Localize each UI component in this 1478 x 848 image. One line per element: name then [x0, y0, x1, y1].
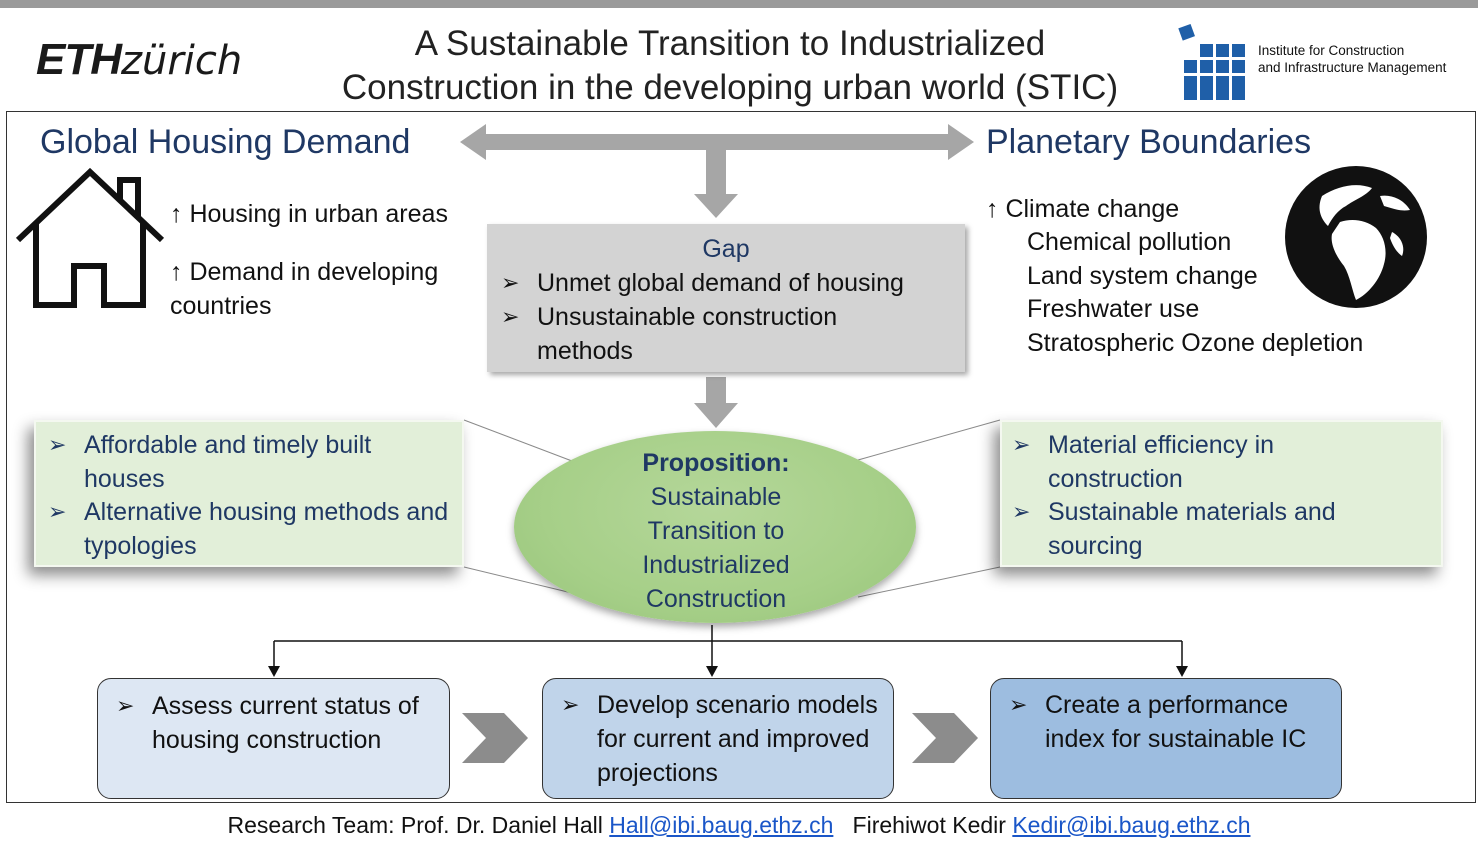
- bullet-arrow-icon: ➢: [1012, 432, 1031, 457]
- gap-item: ➢ Unsustainable construction methods: [501, 300, 901, 368]
- hall-email-link[interactable]: Hall@ibi.baug.ethz.ch: [609, 812, 834, 838]
- sustainability-need-text: Sustainable materials and sourcing: [1048, 498, 1336, 560]
- connector-line: [463, 419, 573, 462]
- institute-line-2: and Infrastructure Management: [1258, 60, 1447, 75]
- planetary-boundaries-heading: Planetary Boundaries: [986, 123, 1312, 161]
- global-housing-demand-heading: Global Housing Demand: [40, 123, 411, 161]
- ibi-logo: [1178, 24, 1245, 100]
- institute-name: Institute for Construction and Infrastru…: [1258, 42, 1446, 76]
- housing-need-text: Affordable and timely built houses: [84, 431, 372, 493]
- kedir-email-link[interactable]: Kedir@ibi.baug.ethz.ch: [1012, 812, 1251, 838]
- demand-developing-point-line2: countries: [170, 292, 272, 320]
- boundary-item: Freshwater use: [1027, 295, 1200, 323]
- connector-line: [463, 566, 573, 594]
- boundary-item: Land system change: [1027, 262, 1258, 290]
- second-researcher-name: Firehiwot Kedir: [852, 812, 1006, 838]
- gap-item-text: Unsustainable construction methods: [537, 303, 838, 365]
- gap-item: ➢ Unmet global demand of housing: [501, 266, 961, 300]
- eth-zurich-logo: ETHzürich: [36, 38, 242, 82]
- chevron-right-icon: [462, 713, 528, 763]
- demand-developing-point-line1: ↑ Demand in developing: [170, 258, 439, 286]
- arrowhead-icon: [268, 666, 280, 677]
- step-text: Create a performance index for sustainab…: [1045, 691, 1307, 753]
- title-line-2: Construction in the developing urban wor…: [341, 68, 1119, 107]
- down-arrow-icon: [694, 377, 738, 428]
- sustainability-need-item: ➢ Material efficiency in construction: [1012, 428, 1332, 496]
- step-text: Assess current status of housing constru…: [152, 692, 419, 754]
- team-label: Research Team: Prof. Dr. Daniel Hall: [227, 812, 603, 838]
- step-item: ➢ Create a performance index for sustain…: [1009, 688, 1339, 756]
- proposition-line: Construction: [645, 585, 787, 613]
- boundary-item: Stratospheric Ozone depletion: [1027, 329, 1364, 357]
- sustainability-need-item: ➢ Sustainable materials and sourcing: [1012, 495, 1422, 563]
- institute-line-1: Institute for Construction: [1258, 43, 1405, 58]
- bullet-arrow-icon: ➢: [1012, 499, 1031, 524]
- research-team-footer: Research Team: Prof. Dr. Daniel Hall Hal…: [0, 810, 1478, 840]
- chevron-right-icon: [912, 713, 978, 763]
- housing-need-text: Alternative housing methods and typologi…: [84, 498, 449, 560]
- proposition-text: Proposition: Sustainable Transition to I…: [574, 446, 858, 616]
- top-bar: [0, 0, 1478, 8]
- step-assess-box: ➢ Assess current status of housing const…: [97, 678, 450, 799]
- arrowhead-icon: [1176, 666, 1188, 677]
- house-icon: [15, 167, 165, 308]
- down-arrow-icon: [694, 150, 738, 218]
- page-title: A Sustainable Transition to Industrializ…: [300, 22, 1160, 110]
- step-item: ➢ Assess current status of housing const…: [116, 689, 436, 757]
- connector-line: [857, 566, 1001, 598]
- eth-logo-bold: ETH: [36, 35, 122, 84]
- diagram-frame: [6, 111, 1476, 803]
- double-arrow-icon: [460, 124, 974, 160]
- housing-needs-box: ➢ Affordable and timely built houses ➢ A…: [34, 420, 464, 567]
- arrowhead-icon: [706, 666, 718, 677]
- sustainability-need-text: Material efficiency in construction: [1048, 431, 1275, 493]
- housing-urban-point: ↑ Housing in urban areas: [170, 200, 448, 228]
- bullet-arrow-icon: ➢: [501, 304, 520, 329]
- sustainability-needs-box: ➢ Material efficiency in construction ➢ …: [1000, 420, 1443, 567]
- gap-box: Gap ➢ Unmet global demand of housing ➢ U…: [487, 224, 965, 372]
- proposition-line: Transition to: [647, 517, 785, 545]
- step-develop-box: ➢ Develop scenario models for current an…: [542, 678, 894, 799]
- boundary-item: Chemical pollution: [1027, 228, 1232, 256]
- title-line-1: A Sustainable Transition to Industrializ…: [414, 24, 1046, 63]
- step-item: ➢ Develop scenario models for current an…: [561, 688, 891, 790]
- gap-item-text: Unmet global demand of housing: [537, 269, 904, 297]
- eth-logo-light: zürich: [121, 38, 243, 84]
- bullet-arrow-icon: ➢: [48, 499, 67, 524]
- globe-icon: [1285, 166, 1427, 308]
- step-create-box: ➢ Create a performance index for sustain…: [990, 678, 1342, 799]
- bullet-arrow-icon: ➢: [561, 692, 580, 717]
- gap-title: Gap: [702, 235, 750, 263]
- bullet-arrow-icon: ➢: [48, 432, 67, 457]
- housing-need-item: ➢ Alternative housing methods and typolo…: [48, 495, 458, 563]
- proposition-title: Proposition:: [642, 449, 790, 477]
- proposition-line: Industrialized: [642, 551, 790, 579]
- boundary-item: ↑ Climate change: [986, 195, 1180, 223]
- step-text: Develop scenario models for current and …: [597, 691, 878, 787]
- proposition-ellipse: [514, 431, 916, 623]
- housing-need-item: ➢ Affordable and timely built houses: [48, 428, 428, 496]
- bullet-arrow-icon: ➢: [1009, 692, 1028, 717]
- bullet-arrow-icon: ➢: [501, 270, 520, 295]
- connector-line: [857, 419, 1001, 461]
- proposition-line: Sustainable: [650, 483, 782, 511]
- bullet-arrow-icon: ➢: [116, 693, 135, 718]
